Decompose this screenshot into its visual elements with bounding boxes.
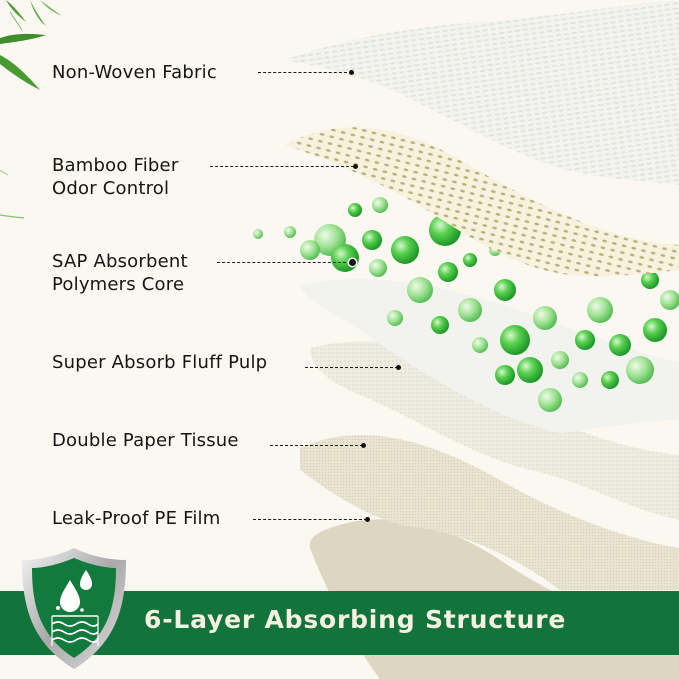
label-text: Super Absorb Fluff Pulp	[52, 352, 268, 373]
banner-title: 6-Layer Absorbing Structure	[144, 605, 567, 634]
leader-dot	[349, 70, 354, 75]
shield-water-drops-icon	[22, 548, 126, 669]
leader-dot	[361, 443, 366, 448]
label-text: Non-Woven Fabric	[52, 62, 217, 83]
leader-line	[270, 445, 363, 446]
leader-line	[305, 367, 398, 368]
label-text: Double Paper Tissue	[52, 430, 239, 451]
label-text: Bamboo Fiber	[52, 155, 179, 176]
label-text: Leak-Proof PE Film	[52, 508, 221, 529]
leader-dot	[365, 517, 370, 522]
label-text: Polymers Core	[52, 274, 185, 295]
label-text: Odor Control	[52, 178, 170, 199]
leader-line	[258, 72, 352, 73]
leader-dot	[353, 164, 358, 169]
label-text: SAP Absorbent	[52, 251, 188, 272]
bamboo-leaves-icon	[0, 0, 62, 219]
leader-dot	[396, 365, 401, 370]
leader-line	[210, 166, 354, 167]
leader-line	[253, 519, 367, 520]
leader-line	[217, 262, 351, 263]
leader-dot	[349, 259, 356, 266]
